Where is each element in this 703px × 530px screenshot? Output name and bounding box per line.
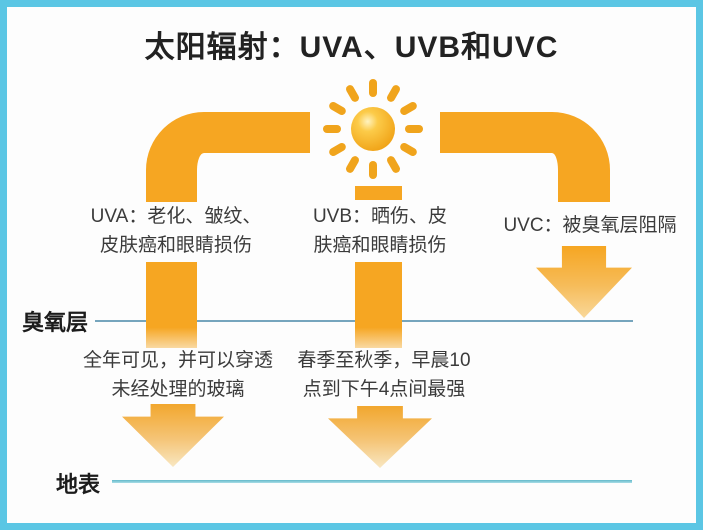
uva-label-line2: 皮肤癌和眼睛损伤	[99, 235, 252, 256]
uvc-label-line1: UVC：被臭氧层阻隔	[503, 215, 677, 236]
uvb-note-line2: 点到下午4点间最强	[302, 379, 466, 400]
page-title: 太阳辐射：UVA、UVB和UVC	[144, 31, 559, 64]
uva-label-line1: UVA：老化、皱纹、	[90, 206, 262, 227]
pipe-center-segment	[355, 262, 402, 348]
uvc-label: UVC：被臭氧层阻隔	[498, 211, 682, 240]
uvb-label-line1: UVB：晒伤、皮	[312, 206, 448, 227]
arrow-down-center-icon	[328, 406, 432, 468]
uvb-label: UVB：晒伤、皮 肤癌和眼睛损伤	[298, 202, 462, 260]
uva-note-line1: 全年可见，并可以穿透	[82, 350, 273, 371]
pipe-left-corner	[146, 112, 310, 202]
uvb-note: 春季至秋季，早晨10 点到下午4点间最强	[290, 346, 478, 404]
pipe-right-corner	[440, 112, 610, 202]
uva-note-line2: 未经处理的玻璃	[111, 379, 245, 400]
arrow-down-left-icon	[122, 404, 224, 467]
pipe-left-segment	[146, 262, 197, 348]
uva-label: UVA：老化、皱纹、 皮肤癌和眼睛损伤	[84, 202, 268, 260]
uvb-note-line1: 春季至秋季，早晨10	[297, 350, 471, 371]
ozone-layer-label: 臭氧层	[22, 310, 89, 335]
sun-icon	[323, 79, 423, 179]
surface-label: 地表	[56, 472, 101, 497]
uvb-label-line2: 肤癌和眼睛损伤	[313, 235, 447, 256]
uva-note: 全年可见，并可以穿透 未经处理的玻璃	[76, 346, 280, 404]
surface-line	[112, 480, 632, 483]
pipe-center-stub	[355, 186, 402, 200]
arrow-down-right-icon	[536, 246, 632, 318]
